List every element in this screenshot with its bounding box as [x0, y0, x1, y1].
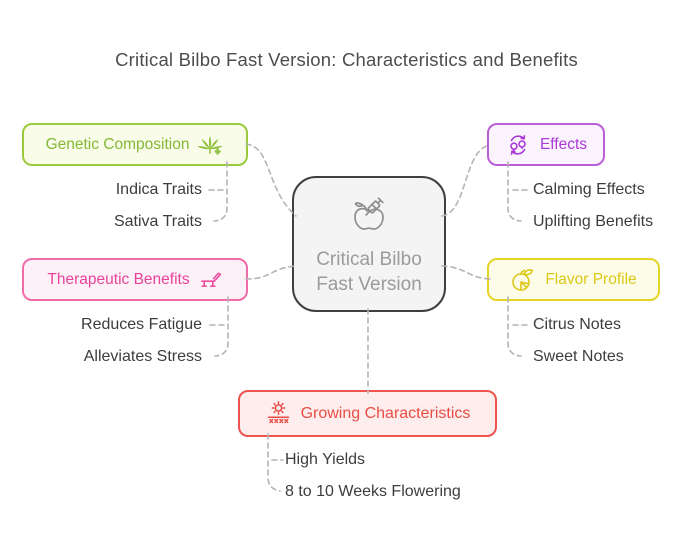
connector-center-to-flavor: [441, 265, 491, 280]
page-title: Critical Bilbo Fast Version: Characteris…: [115, 49, 578, 70]
child-item-calming-effects: Calming Effects: [533, 181, 645, 198]
child-item-indica-traits: Indica Traits: [115, 181, 202, 198]
node-genetic-label: Genetic Composition: [45, 135, 190, 153]
node-flavor-label: Flavor Profile: [545, 270, 637, 288]
node-genetic-composition: Genetic Composition: [22, 123, 248, 166]
child-item-reduces-fatigue: Reduces Fatigue: [81, 316, 202, 333]
center-label-line2: Fast Version: [316, 274, 422, 295]
child-item-uplifting-benefits: Uplifting Benefits: [533, 213, 654, 230]
child-item-sativa-traits: Sativa Traits: [113, 213, 202, 230]
node-flavor-profile: Flavor Profile: [487, 258, 660, 301]
node-therapeutic-benefits: Therapeutic Benefits: [22, 258, 248, 301]
center-node-label: Critical Bilbo Fast Version: [316, 248, 422, 297]
node-growing-characteristics: Growing Characteristics: [238, 390, 497, 437]
node-critical-bilbo-fast-version: Critical Bilbo Fast Version: [292, 176, 446, 312]
cannabis-leaf-plus-icon: [198, 135, 224, 155]
connector-genetic-children: [208, 161, 228, 222]
citrus-fruit-icon: [512, 268, 534, 291]
center-label-line1: Critical Bilbo: [316, 249, 422, 271]
mood-cycle-icon: [510, 134, 526, 155]
connector-flavor-children: [507, 296, 528, 357]
therapy-couch-icon: [200, 272, 221, 287]
connector-therapeutic-children: [209, 296, 229, 357]
connector-effects-children: [507, 161, 528, 222]
connector-center-to-effects: [441, 144, 491, 217]
connector-growing-children: [267, 433, 284, 492]
connector-genetic-to-center: [245, 143, 297, 217]
node-effects-label: Effects: [539, 135, 588, 153]
node-therapeutic-label: Therapeutic Benefits: [47, 270, 190, 288]
child-item-citrus-notes: Citrus Notes: [533, 316, 622, 333]
connector-therapeutic-to-center: [245, 265, 297, 280]
child-item-high-yields: High Yields: [285, 451, 366, 468]
apple-syringe-icon: [354, 197, 384, 231]
child-item-flowering-time: 8 to 10 Weeks Flowering: [285, 483, 461, 500]
node-effects: Effects: [487, 123, 605, 166]
child-item-alleviates-stress: Alleviates Stress: [83, 348, 202, 365]
child-item-sweet-notes: Sweet Notes: [533, 348, 624, 365]
sun-over-sprouts-icon: [267, 401, 289, 424]
node-growing-label: Growing Characteristics: [300, 404, 471, 422]
